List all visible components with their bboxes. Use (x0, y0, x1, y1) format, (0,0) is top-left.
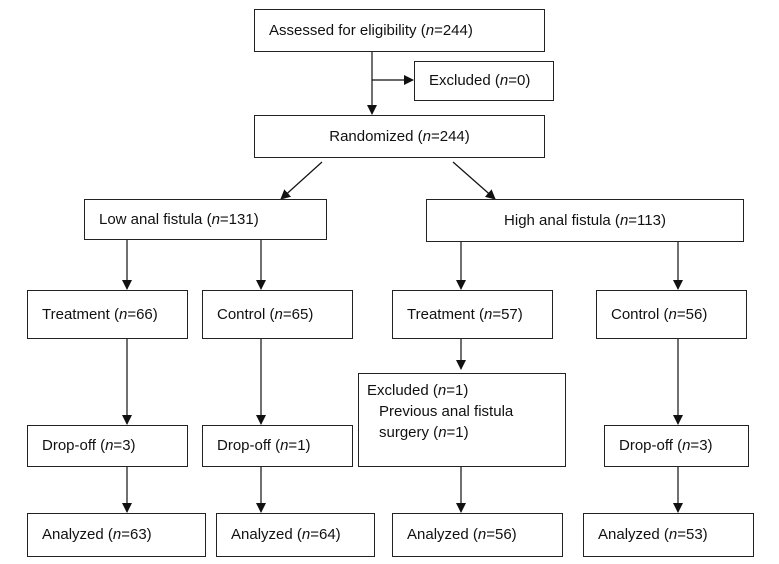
high-treatment-analyzed-box: Analyzed (n=56) (392, 513, 563, 557)
arrow-randomized-high (452, 161, 496, 200)
excluded-top-box: Excluded (n=0) (414, 61, 554, 101)
high-fistula-label: High anal fistula ( (504, 211, 620, 229)
low-fistula-box: Low anal fistula (n=131) (84, 199, 327, 240)
low-treatment-label: Treatment ( (42, 305, 119, 323)
low-control-analyzed-n: 64 (318, 526, 336, 543)
randomized-n: 244 (439, 127, 465, 145)
low-control-n: 65 (291, 305, 309, 323)
low-control-box: Control (n=65) (202, 290, 353, 339)
high-control-analyzed-n: 53 (685, 526, 703, 543)
high-control-box: Control (n=56) (596, 290, 747, 339)
low-control-dropoff-box: Drop-off (n=1) (202, 425, 353, 467)
assessed-label: Assessed for eligibility ( (269, 21, 426, 39)
high-control-dropoff-n: 3 (699, 437, 708, 454)
randomized-label: Randomized ( (329, 127, 423, 145)
high-control-label: Control ( (611, 305, 669, 323)
low-treatment-dropoff-label: Drop-off ( (42, 437, 106, 454)
excluded-top-label: Excluded ( (429, 72, 500, 89)
low-treatment-n: 66 (136, 305, 153, 323)
high-treatment-n: 57 (501, 305, 518, 323)
low-treatment-dropoff-box: Drop-off (n=3) (27, 425, 188, 467)
exclusion-reason-line1: Previous anal fistula (379, 403, 514, 420)
high-control-dropoff-label: Drop-off ( (619, 437, 683, 454)
low-control-dropoff-n: 1 (297, 437, 306, 454)
high-control-n: 56 (685, 305, 703, 323)
high-treatment-excluded-box: Excluded (n=1) Previous anal fistula sur… (358, 373, 566, 467)
high-control-dropoff-box: Drop-off (n=3) (604, 425, 749, 467)
assessed-n: 244 (442, 21, 468, 39)
low-treatment-analyzed-box: Analyzed (n=63) (27, 513, 206, 557)
arrow-randomized-low (280, 161, 323, 200)
low-control-analyzed-box: Analyzed (n=64) (216, 513, 375, 557)
high-treatment-analyzed-n: 56 (494, 526, 512, 543)
assessed-box: Assessed for eligibility (n=244) (254, 9, 545, 52)
exclusion-reason-n: 1 (455, 424, 464, 441)
low-treatment-dropoff-n: 3 (122, 437, 131, 454)
high-treatment-box: Treatment (n=57) (392, 290, 553, 339)
low-treatment-analyzed-label: Analyzed ( (42, 526, 113, 543)
high-fistula-box: High anal fistula (n=113) (426, 199, 744, 242)
exclusion-reason-line2: surgery (n=1) (379, 424, 469, 441)
high-treatment-excluded-n: 1 (454, 382, 464, 399)
high-treatment-analyzed-label: Analyzed ( (407, 526, 478, 543)
low-treatment-box: Treatment (n=66) (27, 290, 188, 339)
high-treatment-label: Treatment ( (407, 305, 484, 323)
high-control-analyzed-box: Analyzed (n=53) (583, 513, 754, 557)
low-treatment-analyzed-n: 63 (129, 526, 147, 543)
low-control-label: Control ( (217, 305, 275, 323)
high-control-analyzed-label: Analyzed ( (598, 526, 669, 543)
low-fistula-label: Low anal fistula ( (99, 210, 212, 228)
low-fistula-n: 131 (228, 210, 254, 228)
high-fistula-n: 113 (637, 211, 661, 229)
excluded-top-n: 0 (516, 72, 526, 89)
low-control-analyzed-label: Analyzed ( (231, 526, 302, 543)
high-treatment-excluded-line1: Excluded (n=1) (367, 382, 469, 399)
low-control-dropoff-label: Drop-off ( (217, 437, 281, 454)
randomized-box: Randomized (n=244) (254, 115, 545, 158)
